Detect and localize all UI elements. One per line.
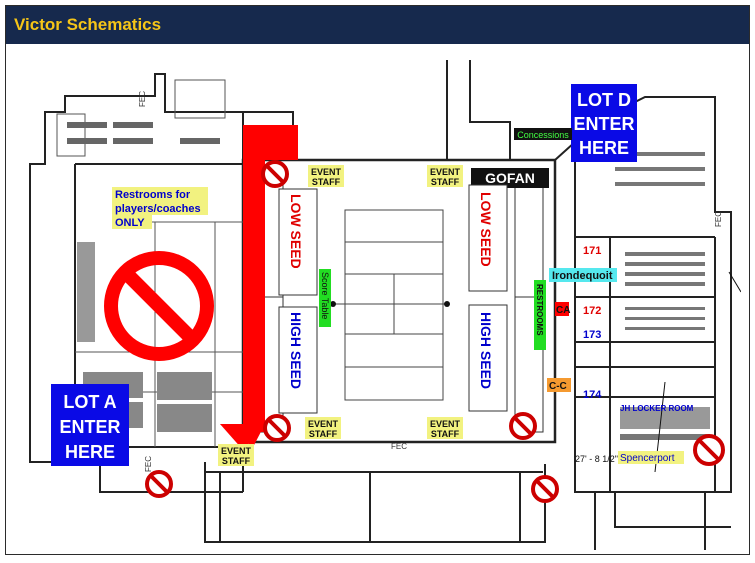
event-staff-1: EVENT STAFF [308, 165, 344, 187]
title-bar: Victor Schematics [6, 6, 749, 44]
fec-label-west: FEC [144, 456, 153, 472]
court-dot-right [444, 301, 450, 307]
no-entry-icon [509, 412, 537, 440]
lot-d-line-2: ENTER [573, 114, 634, 134]
no-entry-icon [531, 475, 559, 503]
svg-text:STAFF: STAFF [431, 429, 460, 439]
restrooms-players-line-3: ONLY [115, 217, 145, 229]
cc-bg [547, 378, 571, 392]
basketball-court [333, 209, 447, 401]
lot-d-line-3: HERE [579, 138, 629, 158]
no-entry-icon [261, 160, 289, 188]
svg-text:HIGH SEED: HIGH SEED [288, 312, 304, 389]
irondequoit-bg [549, 268, 617, 282]
restrooms-label: RESTROOMS [534, 280, 546, 350]
lot-a-line-3: HERE [65, 442, 115, 462]
concessions-label: Concessions [517, 130, 569, 140]
jh-locker-label: JH LOCKER ROOM [620, 404, 694, 413]
page-title: Victor Schematics [14, 15, 162, 34]
svg-text:Score Table: Score Table [320, 272, 330, 319]
high-seed-east: HIGH SEED [468, 304, 508, 412]
svg-text:LOW SEED: LOW SEED [288, 194, 304, 269]
lot-a-line-1: LOT A [63, 392, 116, 412]
ca-bg [555, 302, 569, 316]
high-seed-west: HIGH SEED [278, 306, 318, 414]
lot-d-line-1: LOT D [577, 90, 631, 110]
cc-label: C-C [549, 381, 567, 392]
room-172: 172 [583, 305, 601, 317]
spencerport-label: Spencerport [620, 453, 675, 464]
svg-text:EVENT: EVENT [430, 419, 461, 429]
event-staff-4: EVENT STAFF [427, 417, 463, 439]
east-classroom-desks [615, 152, 710, 440]
lot-a-line-2: ENTER [59, 417, 120, 437]
svg-text:RESTROOMS: RESTROOMS [535, 284, 544, 336]
svg-text:EVENT: EVENT [430, 167, 461, 177]
lot-d-label: LOT D ENTER HERE [571, 84, 637, 162]
svg-text:LOW SEED: LOW SEED [478, 192, 494, 267]
svg-text:STAFF: STAFF [309, 429, 338, 439]
gofan-logo: GOFAN [471, 168, 549, 188]
svg-text:HIGH SEED: HIGH SEED [478, 312, 494, 389]
spencerport-bg [618, 451, 684, 464]
floor-plan-svg: LOT D ENTER HERE LOT A ENTER HERE Conces… [29, 60, 742, 550]
fec-label-east: FEC [714, 211, 723, 227]
room-173: 173 [583, 329, 601, 341]
restrooms-players-line-1: Restrooms for [115, 189, 191, 201]
east-edge-mark [728, 271, 742, 293]
svg-text:EVENT: EVENT [221, 446, 252, 456]
lot-a-label: LOT A ENTER HERE [51, 384, 129, 466]
svg-text:GOFAN: GOFAN [485, 170, 535, 186]
no-entry-icon [263, 414, 291, 442]
room-174: 174 [583, 389, 602, 401]
svg-text:STAFF: STAFF [312, 177, 341, 187]
low-seed-west: LOW SEED [278, 188, 318, 296]
svg-text:EVENT: EVENT [311, 167, 342, 177]
dimension-label: 27' - 8 1/2" [575, 454, 618, 464]
no-entry-icon-large [104, 251, 214, 361]
no-entry-icon [145, 470, 173, 498]
court-dot-left [330, 301, 336, 307]
no-entry-icon [693, 434, 725, 466]
svg-text:STAFF: STAFF [222, 456, 251, 466]
entry-path-arrow [220, 125, 298, 450]
fec-label-north: FEC [138, 91, 147, 107]
room-171: 171 [583, 245, 601, 257]
score-table-label: Score Table [319, 269, 331, 327]
event-staff-3: EVENT STAFF [305, 417, 341, 439]
svg-text:EVENT: EVENT [308, 419, 339, 429]
schematic-panel: Victor Schematics [5, 5, 750, 555]
event-staff-5: EVENT STAFF [218, 444, 254, 466]
fec-label-south: FEC [391, 442, 407, 451]
ca-label: CA [556, 305, 570, 316]
irondequoit-label: Irondequoit [552, 270, 613, 282]
restrooms-players-line-2: players/coaches [115, 203, 201, 215]
concessions-label-bg [514, 128, 572, 140]
svg-text:STAFF: STAFF [431, 177, 460, 187]
low-seed-east: LOW SEED [468, 184, 508, 292]
restrooms-players-label: Restrooms for players/coaches ONLY [112, 187, 208, 229]
floor-plan: LOT D ENTER HERE LOT A ENTER HERE Conces… [15, 52, 742, 550]
event-staff-2: EVENT STAFF [427, 165, 463, 187]
